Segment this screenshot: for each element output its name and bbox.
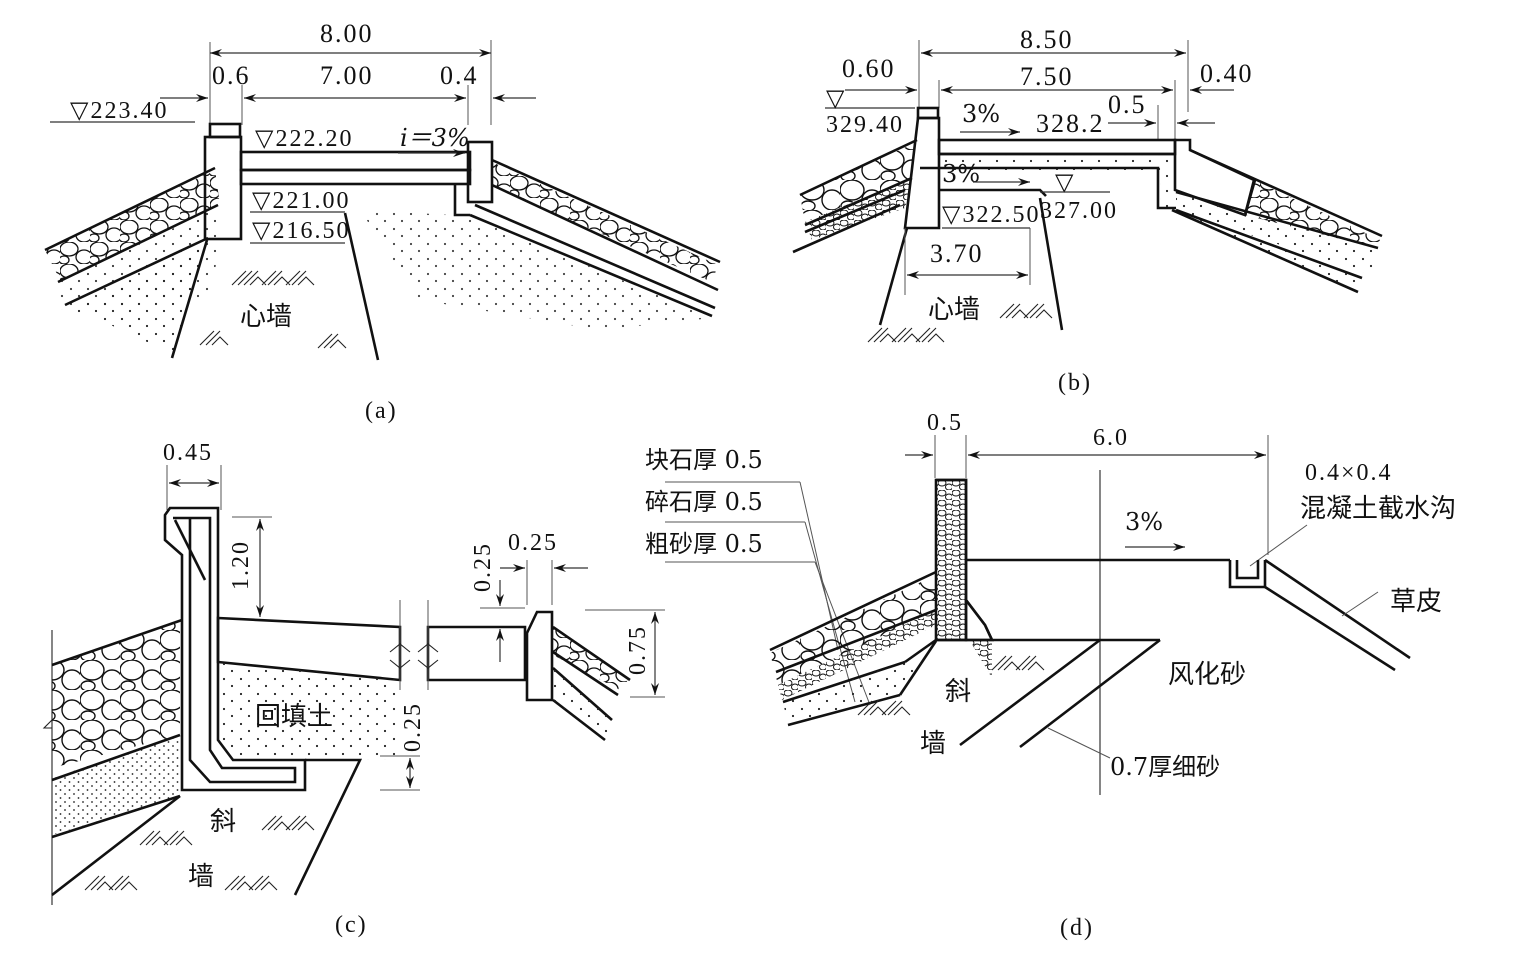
dim-curb-rise-c: 0.25 [470,542,496,592]
caption-a: (a) [365,398,398,424]
panel-d: 块石厚 0.5 碎石厚 0.5 粗砂厚 0.5 0.5 6.0 0.4×0.4 … [645,410,1456,941]
slope-wall-label-2-c: 墙 [188,862,214,892]
curb-right-a [466,140,494,204]
core-wall-right-edge-a [343,212,380,361]
dim-crest-width-d: 6.0 [1093,425,1129,451]
dim-left-a: 0.6 [212,61,251,90]
caption-d: (d) [1060,915,1094,941]
soil-hatch-b [867,303,1053,343]
fine-sand-label-d: 0.7厚细砂 [1110,753,1220,781]
riprap-left-a [45,170,220,280]
slope-wall-label-1-d: 斜 [945,677,971,707]
layer-label-gravel-d: 碎石厚 0.5 [645,488,763,516]
soil-hatch-a [199,270,347,349]
core-wall-right-edge-b [1038,197,1064,331]
dim-core-width-b: 3.70 [930,239,984,268]
dim-middle-b: 7.50 [1020,62,1074,91]
caption-b: (b) [1058,370,1092,396]
backfill-area-c [218,662,400,760]
slope-wall-label-2-d: 墙 [920,729,946,759]
elevation-base1-a: ▽221.00 [252,188,350,214]
parapet-cap-a [208,122,242,139]
panel-a: 8.00 0.6 7.00 0.4 ▽223.40 ▽222.20 i＝3% ▽… [44,19,721,424]
slope-top-b: 3% [962,100,1000,128]
dim-wall-width-d: 0.5 [927,410,963,436]
layer-label-riprap-d: 块石厚 0.5 [645,446,763,474]
panel-b: 8.50 0.60 7.50 0.40 0.5 ▽ 329.40 3% 328.… [792,25,1383,396]
pavement-b [937,138,1177,156]
dim-right-b: 0.40 [1200,59,1254,88]
core-wall-left-edge-a [170,239,209,359]
dim-curb-width-c: 0.25 [508,530,558,556]
dim-curb-height-c: 0.75 [625,625,651,675]
slope-wall-edge-c [51,794,181,897]
elevation-parapet-b: 329.40 [826,112,904,138]
layer-label-sand-d: 粗砂厚 0.5 [645,530,763,558]
dim-middle-a: 7.00 [320,61,374,90]
slope-wall-label-1-c: 斜 [210,807,236,837]
parapet-wall-a [203,135,243,241]
caption-c: (c) [335,912,368,938]
ditch-d [1228,560,1267,589]
slope-d: 3% [1125,508,1163,536]
dim-total-a: 8.00 [320,19,374,48]
elevation-level-symbol-b: ▽ [1055,168,1074,196]
elevation-sub-b: ▽322.50 [942,202,1040,228]
elevation-crest-b: 328.2 [1036,109,1105,138]
core-wall-left-edge-b [878,227,909,326]
dim-ditch-d: 0.4×0.4 [1305,460,1393,486]
dim-left-b: 0.60 [842,54,896,83]
curb-c [525,610,554,702]
dim-right-a: 0.4 [440,61,479,90]
dim-curb-b: 0.5 [1108,90,1147,119]
ditch-label-d: 混凝土截水沟 [1300,494,1456,524]
parapet-cap-b [916,106,940,120]
dim-pavement-c: 0.25 [400,702,426,752]
dimension-lines-b [825,40,1234,140]
parapet-wall-b [903,116,941,230]
dimension-lines-a [50,40,536,125]
panel-c: 0.45 1.20 回填土 0.25 0.25 [42,440,665,938]
elevation-base2-a: ▽216.50 [252,218,350,244]
backfill-label-c: 回填土 [255,702,333,732]
dim-wall-height-c: 1.20 [228,540,254,590]
elevation-parapet-symbol-b: ▽ [826,84,845,112]
slope-inner-b: 3% [942,160,980,188]
weathered-sand-label-d: 风化砂 [1168,660,1246,690]
elevation-crest-a: ▽222.20 [255,126,353,152]
turf-label-d: 草皮 [1390,587,1442,617]
elevation-level-b: 327.00 [1040,198,1118,224]
pavement-a [239,150,472,172]
elevation-parapet-a: ▽223.40 [70,98,168,124]
soil-hatch-c [84,815,315,891]
dim-total-b: 8.50 [1020,25,1074,54]
core-wall-label-a: 心墙 [240,302,292,332]
slope-a: i＝3% [400,124,470,152]
dim-wall-width-c: 0.45 [163,440,213,466]
core-wall-label-b: 心墙 [928,295,980,325]
soil-hatch-d [857,655,1045,716]
